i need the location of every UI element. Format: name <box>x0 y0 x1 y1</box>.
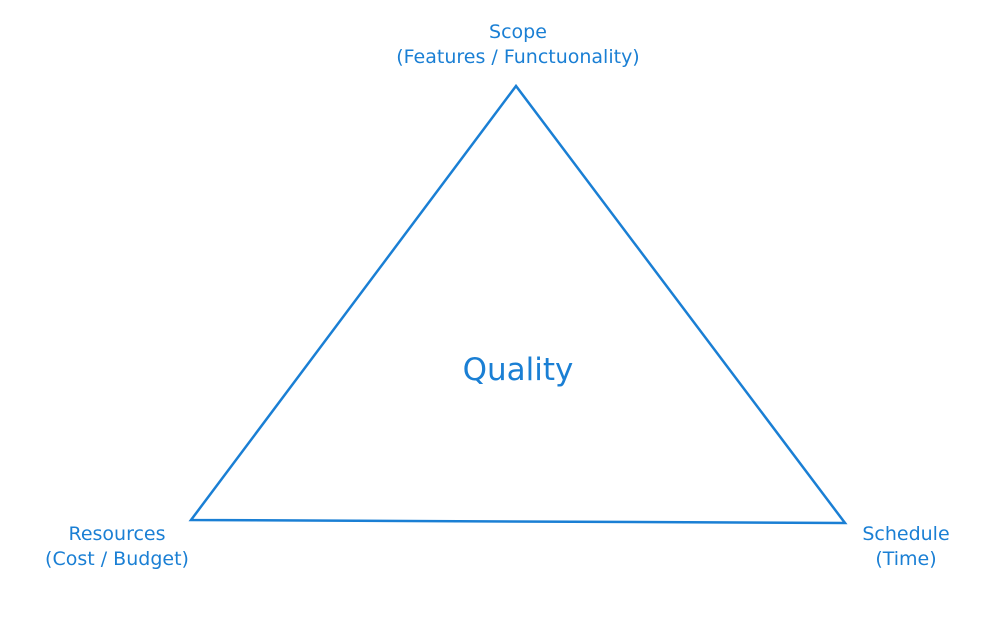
vertex-label-scope: Scope (Features / Functuonality) <box>318 20 718 70</box>
resources-title: Resources <box>68 523 166 545</box>
vertex-label-schedule: Schedule (Time) <box>806 522 1000 572</box>
schedule-title: Schedule <box>862 523 950 545</box>
schedule-subtitle: (Time) <box>875 548 937 570</box>
triangle-outline <box>188 83 848 525</box>
vertex-label-resources: Resources (Cost / Budget) <box>17 522 217 572</box>
scope-subtitle: (Features / Functuonality) <box>396 46 640 68</box>
center-label-quality: Quality <box>462 352 574 388</box>
resources-subtitle: (Cost / Budget) <box>45 548 189 570</box>
scope-title: Scope <box>489 21 547 43</box>
